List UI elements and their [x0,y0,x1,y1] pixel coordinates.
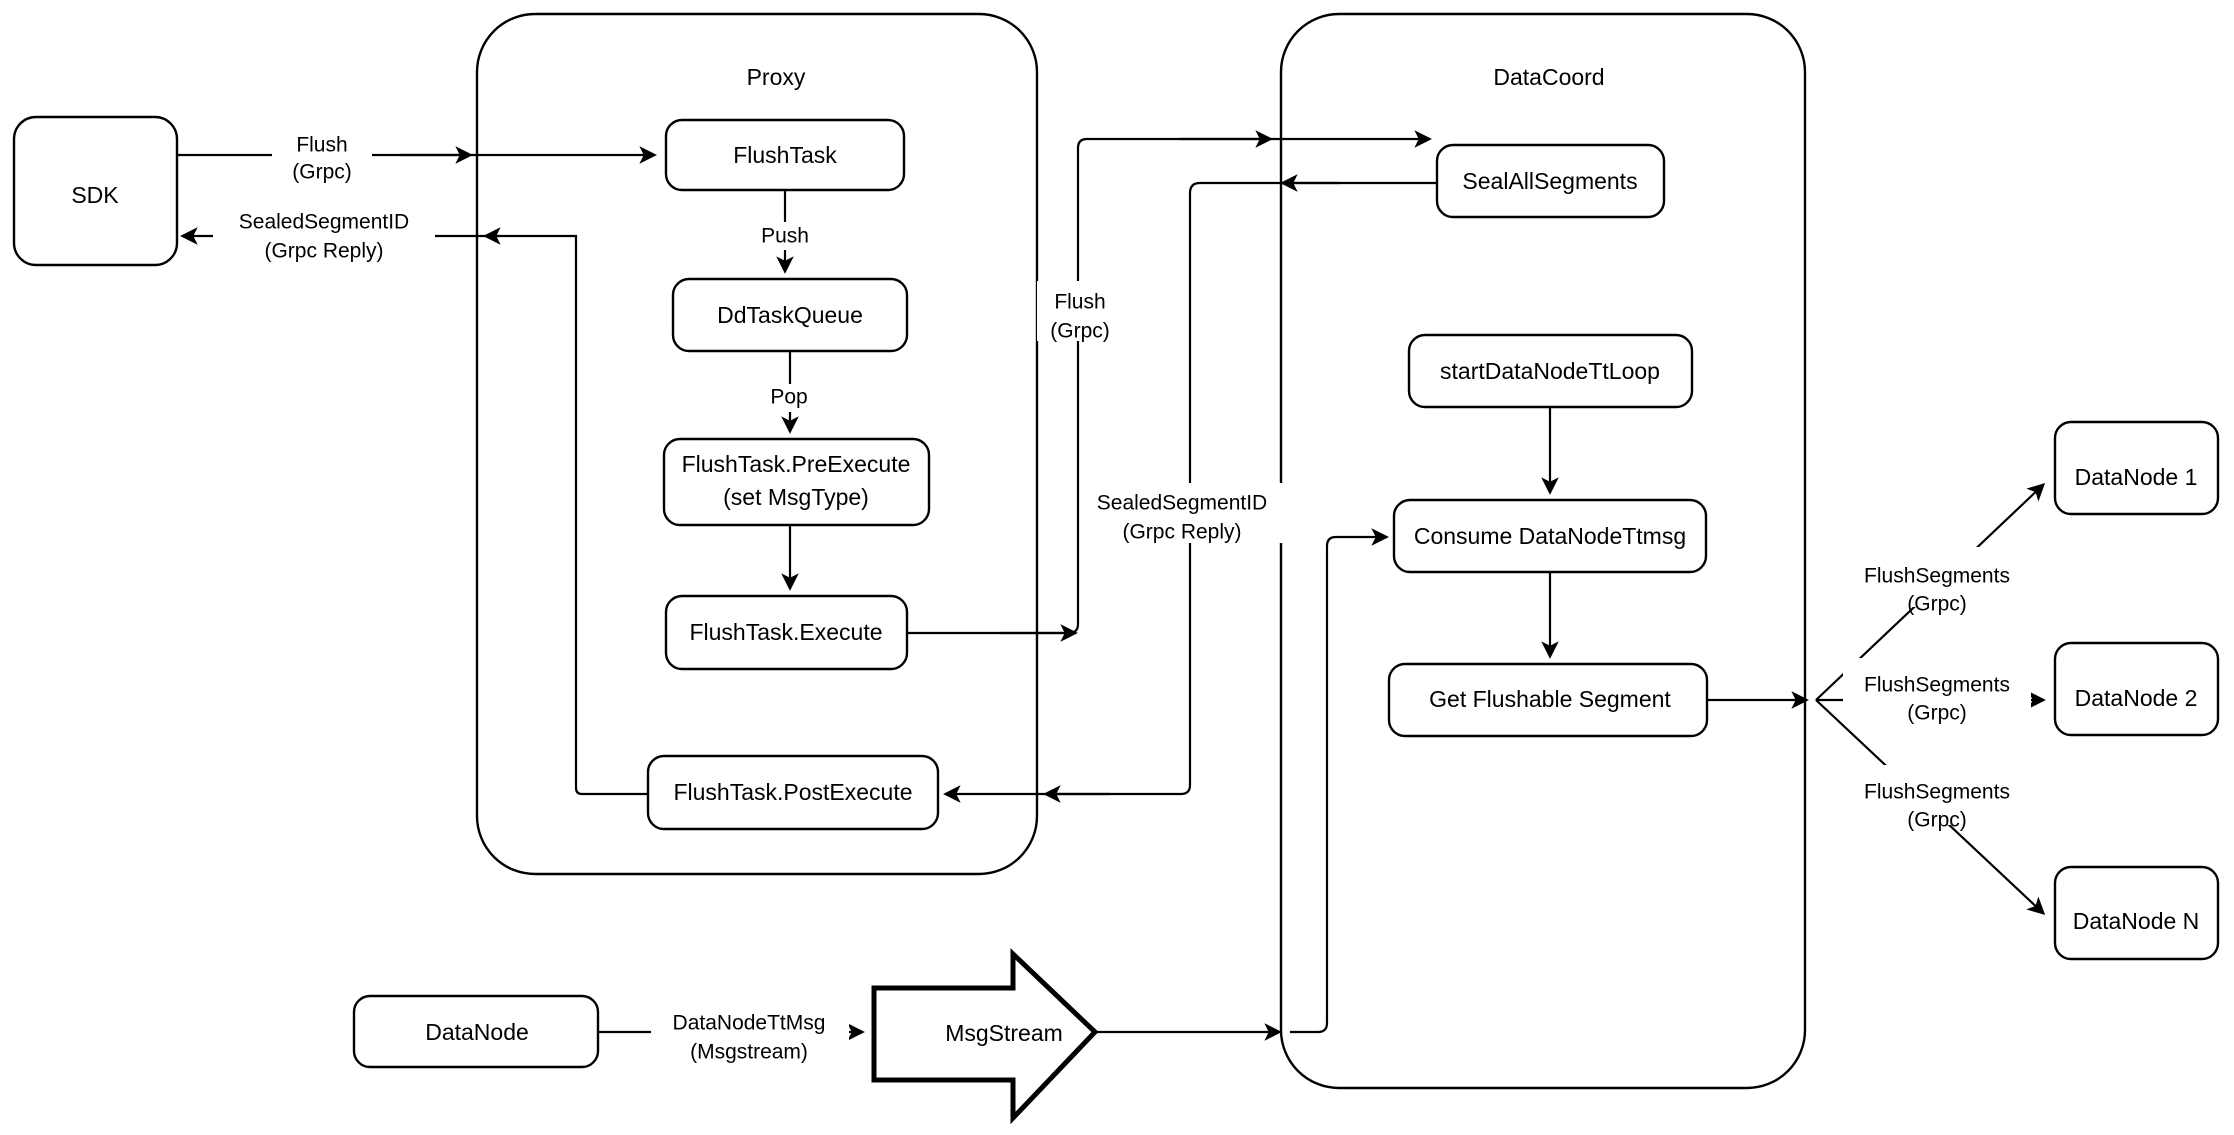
datacoord-container-border [1279,12,1807,1090]
node-consume-datanodettmsg[interactable]: Consume DataNodeTtmsg [1392,498,1708,574]
node-sdk-box[interactable] [12,115,179,267]
node-startdatanodettloop[interactable]: startDataNodeTtLoop [1407,333,1694,409]
edge-label-flushsegments-n-bg [1843,765,2031,825]
edge-label-flushsegments-1-line1: FlushSegments [1864,565,2010,588]
edge-label-push-text: Push [761,225,809,248]
edge-label-pop-text: Pop [770,386,807,409]
node-get-flushable-segment-label: Get Flushable Segment [1429,686,1671,712]
node-sdk[interactable]: SDK [12,115,179,267]
edge-label-push-bg [752,222,818,250]
node-datanode-1[interactable]: DataNode 1 [2053,420,2220,516]
node-datanode-2[interactable]: DataNode 2 [2053,641,2220,737]
node-flushtask-execute[interactable]: FlushTask.Execute [664,594,909,671]
node-datanode-1-box[interactable] [2053,420,2220,516]
node-msgstream-label: MsgStream [945,1020,1063,1046]
edge-label-pop: Pop [760,384,818,412]
edge-postexecute-to-sdk [180,227,648,796]
node-sdk-label: SDK [71,182,119,208]
edge-label-coord-to-proxy: SealedSegmentID (Grpc Reply) [1088,483,1296,544]
edge-label-proxy-to-sdk-line2: (Grpc Reply) [264,240,383,263]
edge-label-proxy-to-sdk-line1: SealedSegmentID [239,211,409,234]
edge-label-flushsegments-1: FlushSegments (Grpc) [1843,547,2031,616]
node-flushtask-preexecute[interactable]: FlushTask.PreExecute (set MsgType) [662,437,931,527]
node-datanode-n-box[interactable] [2053,865,2220,961]
edge-label-datanode-ttmsg: DataNodeTtMsg (Msgstream) [651,1003,849,1064]
node-sealallsegments-label: SealAllSegments [1462,168,1637,194]
node-ddtaskqueue[interactable]: DdTaskQueue [671,277,909,353]
edge-label-sdk-to-proxy-bg [272,132,372,184]
edge-label-flushsegments-n-line1: FlushSegments [1864,781,2010,804]
edge-label-flushsegments-2-line2: (Grpc) [1907,702,1967,725]
edge-label-proxy-to-coord-line1: Flush [1054,291,1105,314]
node-flushtask-postexecute-label: FlushTask.PostExecute [673,779,912,805]
edge-label-proxy-to-coord-bg [1037,281,1133,341]
edge-label-datanode-ttmsg-line2: (Msgstream) [690,1041,808,1064]
node-datanode-producer-label: DataNode [425,1019,529,1045]
edge-label-flushsegments-1-line2: (Grpc) [1907,593,1967,616]
edge-label-coord-to-proxy-line2: (Grpc Reply) [1122,521,1241,544]
node-sealallsegments[interactable]: SealAllSegments [1435,143,1666,219]
node-startdatanodettloop-label: startDataNodeTtLoop [1440,358,1660,384]
node-get-flushable-segment[interactable]: Get Flushable Segment [1387,662,1709,738]
node-datanode-producer[interactable]: DataNode [352,994,600,1069]
edge-label-datanode-ttmsg-line1: DataNodeTtMsg [673,1012,826,1035]
edge-label-flushsegments-2-line1: FlushSegments [1864,674,2010,697]
node-ddtaskqueue-label: DdTaskQueue [717,302,863,328]
node-flushtask-preexecute-label-line1: FlushTask.PreExecute [682,451,911,477]
edge-label-push: Push [752,222,818,250]
node-msgstream-arrow-shape[interactable] [871,948,1099,1125]
edge-label-flushsegments-1-bg [1843,547,2031,607]
edge-label-flushsegments-n-line2: (Grpc) [1907,809,1967,832]
edge-label-proxy-to-sdk: SealedSegmentID (Grpc Reply) [213,206,435,266]
proxy-container: Proxy [475,12,1039,876]
edge-label-flushsegments-n: FlushSegments (Grpc) [1843,765,2031,832]
node-datanode-2-box[interactable] [2053,641,2220,737]
edge-datacoord-msgstream-to-consume [1290,528,1389,1034]
edge-label-proxy-to-coord-line2: (Grpc) [1050,320,1110,343]
node-flushtask-preexecute-box[interactable] [662,437,931,527]
datacoord-container: DataCoord [1279,12,1807,1090]
node-flushtask-execute-label: FlushTask.Execute [689,619,882,645]
edge-label-proxy-to-coord: Flush (Grpc) [1037,281,1133,343]
node-msgstream[interactable]: MsgStream [871,948,1099,1125]
edge-label-sdk-to-proxy-line1: Flush [296,134,347,157]
edge-execute-to-sealallsegments [907,130,1432,635]
node-datanode-1-label: DataNode 1 [2075,464,2198,490]
edge-label-flushsegments-2-bg [1843,658,2031,718]
node-flushtask-postexecute[interactable]: FlushTask.PostExecute [646,754,940,831]
node-consume-datanodettmsg-label: Consume DataNodeTtmsg [1414,523,1686,549]
datacoord-container-label: DataCoord [1493,64,1604,90]
node-datanode-n-label: DataNode N [2073,908,2200,934]
node-flushtask[interactable]: FlushTask [664,118,906,192]
edge-label-proxy-to-sdk-bg [213,206,435,266]
node-flushtask-preexecute-label-line2: (set MsgType) [723,484,869,510]
edge-label-sdk-to-proxy-line2: (Grpc) [292,161,352,184]
node-flushtask-postexecute-box[interactable] [646,754,940,831]
node-datanode-2-label: DataNode 2 [2075,685,2198,711]
edge-label-flushsegments-2: FlushSegments (Grpc) [1843,658,2031,725]
proxy-container-label: Proxy [747,64,806,90]
edge-label-datanode-ttmsg-bg [651,1003,849,1063]
node-datanode-n[interactable]: DataNode N [2053,865,2220,961]
edge-label-coord-to-proxy-bg [1088,483,1296,543]
node-flushtask-label: FlushTask [733,142,837,168]
edge-label-sdk-to-proxy: Flush (Grpc) [272,132,372,184]
edge-label-pop-bg [760,384,818,412]
proxy-container-border [475,12,1039,876]
edge-label-coord-to-proxy-line1: SealedSegmentID [1097,492,1267,515]
node-sealallsegments-box[interactable] [1435,143,1666,219]
